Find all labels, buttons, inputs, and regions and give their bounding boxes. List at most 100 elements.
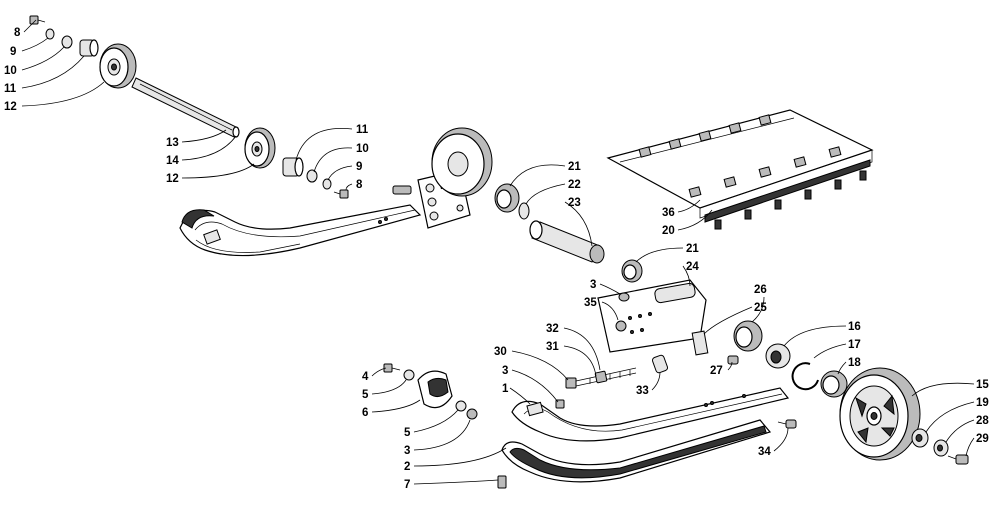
leader-line-c18 (837, 361, 847, 375)
callout-label-c11b: 11 (356, 124, 369, 136)
plate-part-25 (691, 330, 709, 356)
callout-label-c12a: 12 (4, 101, 17, 113)
washer-part-5b (455, 400, 467, 412)
washer-part-9a (45, 28, 55, 40)
bearing-part-18 (820, 370, 848, 398)
shaft-part-23 (529, 220, 605, 264)
nut-part-35 (615, 320, 627, 332)
callout-label-c26: 26 (754, 284, 767, 296)
leader-line-c5a (371, 379, 407, 395)
callout-label-c7: 7 (404, 479, 410, 491)
callout-label-c33: 33 (636, 385, 649, 397)
leader-line-c10b (313, 147, 353, 173)
callout-label-c19: 19 (976, 397, 989, 409)
washer-part-5a (403, 369, 415, 381)
spacer-part-11b (282, 157, 304, 177)
callout-label-c11a: 11 (4, 83, 17, 95)
wheel-part-12b (244, 127, 276, 169)
callout-label-c14: 14 (166, 155, 179, 167)
rear-idler-wheel (431, 127, 493, 197)
leader-line-c3b (511, 369, 559, 403)
leader-line-c11a (21, 55, 85, 89)
leader-line-c21a (509, 164, 566, 187)
lower-slide-rail-part-1 (511, 387, 790, 442)
bolt-part-4 (383, 363, 401, 373)
upper-slide-rail (179, 204, 422, 257)
callout-label-c31: 31 (546, 341, 559, 353)
leader-line-c19 (925, 401, 975, 433)
callout-label-c18: 18 (848, 357, 861, 369)
callout-label-c9b: 9 (356, 161, 362, 173)
leader-line-c31 (563, 345, 597, 377)
callout-label-c30: 30 (494, 346, 507, 358)
leader-line-c7 (413, 479, 499, 485)
leader-line-c21b (635, 247, 684, 263)
leader-line-c33 (651, 371, 661, 391)
bolt-part-7 (497, 475, 507, 489)
washer-part-28 (933, 439, 949, 457)
callout-label-c2: 2 (404, 461, 410, 473)
leader-line-c29 (965, 437, 975, 457)
hub-part-26 (733, 320, 763, 352)
callout-label-c6: 6 (362, 407, 368, 419)
washer-part-22 (518, 202, 530, 220)
leader-line-c3a (599, 283, 621, 295)
callout-label-c8a: 8 (14, 27, 21, 39)
callout-label-c4: 4 (362, 371, 369, 383)
leader-line-c23 (564, 201, 593, 247)
leader-line-c32 (563, 327, 601, 371)
callout-label-c32: 32 (546, 323, 559, 335)
spacer-part-16 (765, 343, 791, 369)
nut-part-31 (594, 370, 608, 384)
leader-line-c3c (413, 419, 471, 451)
leader-line-c10a (21, 46, 65, 71)
leader-line-c20 (677, 209, 713, 231)
callout-label-c16: 16 (848, 321, 861, 333)
callout-label-c13: 13 (166, 137, 179, 149)
callout-label-c34: 34 (758, 446, 771, 458)
callout-label-c10a: 10 (4, 65, 17, 77)
callout-label-c23: 23 (568, 197, 581, 209)
leader-line-c4 (371, 367, 387, 377)
bumper-assembly (383, 363, 478, 420)
callout-label-c3c: 3 (404, 445, 410, 457)
leader-line-c8b (345, 183, 353, 191)
leader-line-c2 (413, 447, 507, 467)
callout-labels: 8910111213141211109821222336202124335262… (4, 19, 989, 491)
callout-label-c8b: 8 (356, 179, 363, 191)
leader-line-c36 (677, 199, 701, 213)
leader-line-c30 (511, 350, 569, 381)
bolt-part-29 (947, 454, 969, 465)
bushing-part-21a (494, 183, 520, 213)
nut-part-3a (618, 292, 630, 302)
bolt-part-8b (333, 189, 349, 199)
leader-line-c17 (813, 343, 847, 359)
spacer-part-11a (79, 39, 99, 57)
snap-ring-part-17 (791, 362, 819, 391)
callout-label-c5b: 5 (404, 427, 411, 439)
callout-label-c12b: 12 (166, 173, 179, 185)
bushing-part-21b (621, 259, 643, 283)
callout-label-c1: 1 (502, 383, 509, 395)
leader-line-c8a (23, 19, 37, 33)
callout-label-c3a: 3 (590, 279, 596, 291)
washer-part-19 (911, 428, 929, 448)
track-lugs (714, 170, 867, 230)
callout-label-c21a: 21 (568, 161, 581, 173)
track-cleats (638, 114, 842, 198)
leader-line-c6 (371, 399, 421, 413)
bracket-bolt (392, 185, 412, 195)
wheel-part-15 (839, 367, 921, 461)
callout-label-c35: 35 (584, 297, 597, 309)
callout-label-c36: 36 (662, 207, 675, 219)
leader-line-c9b (327, 165, 353, 181)
spacer-part-33 (651, 354, 669, 374)
leader-line-c5b (413, 409, 459, 433)
callout-label-c20: 20 (662, 225, 675, 237)
leader-line-c11b (295, 127, 353, 161)
callout-label-c22: 22 (568, 179, 581, 191)
callout-label-c25: 25 (754, 302, 767, 314)
leader-line-c14 (181, 135, 237, 161)
lower-slide-rail-part-2 (501, 419, 772, 483)
callout-label-c9a: 9 (10, 46, 16, 58)
